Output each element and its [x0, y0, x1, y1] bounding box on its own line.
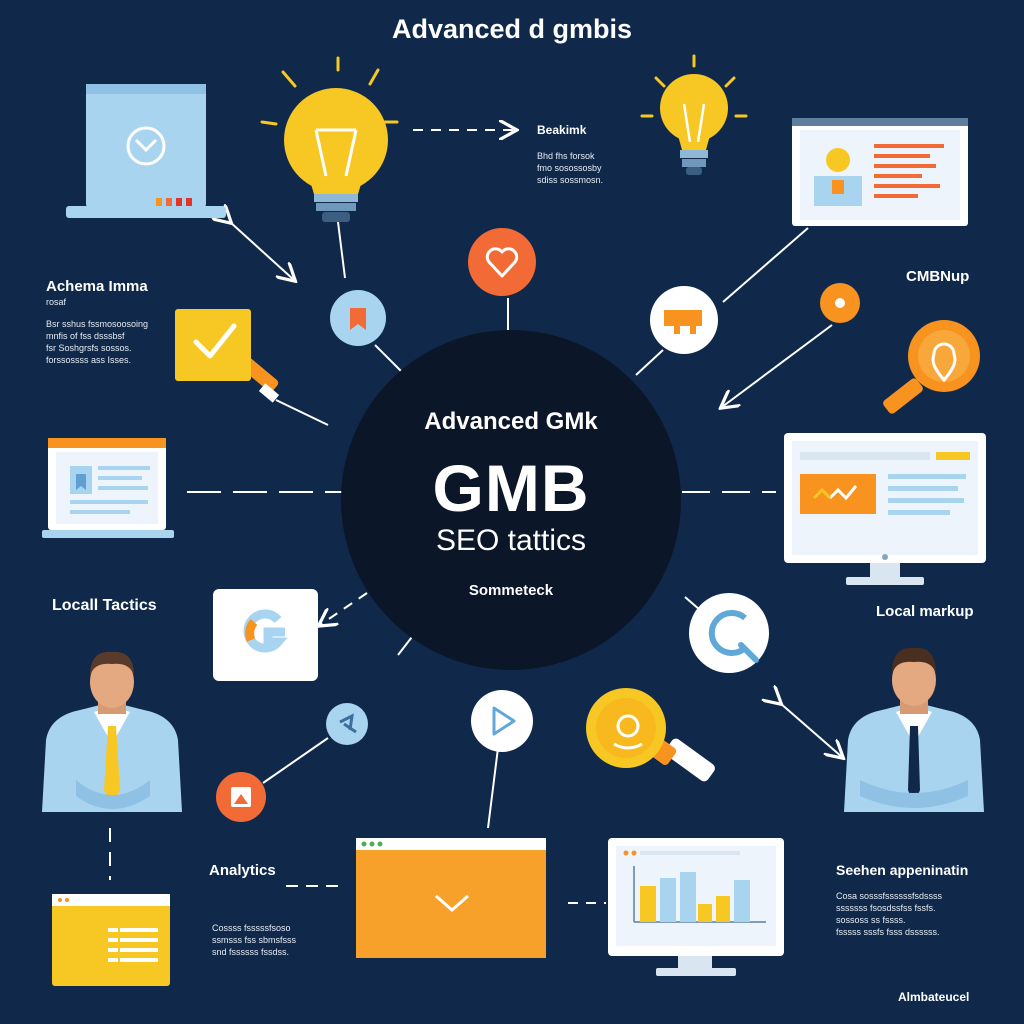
play-icon	[471, 690, 533, 752]
heart-icon	[468, 228, 536, 296]
orange-window-icon	[356, 838, 546, 958]
search-appearance-title: Seehen appeninatin	[836, 862, 969, 878]
local-tactics-label: Locall Tactics	[52, 597, 157, 614]
location-pin-icon	[883, 320, 980, 414]
person-icon-right	[844, 647, 984, 812]
browser-window-icon	[792, 118, 968, 226]
hub-circle	[341, 330, 681, 670]
connector-laptop	[230, 222, 294, 280]
left-section-title: Achema Imma	[46, 278, 148, 295]
image-icon	[216, 772, 266, 822]
brand-badge-icon	[650, 286, 718, 354]
bar-chart-icon	[608, 838, 784, 976]
connector-brand	[635, 349, 664, 376]
hub-tagline: SEO tattics	[435, 524, 587, 557]
hub-caption: Sommeteck	[468, 582, 554, 599]
lightbulb-icon	[260, 56, 399, 222]
analytics-label: Analytics	[209, 862, 276, 879]
connector-google	[320, 592, 368, 625]
top-note-title: Beakimk	[537, 123, 587, 137]
orange-dot-icon	[820, 283, 860, 323]
magnifier-icon	[586, 688, 715, 782]
pin-icon	[326, 703, 368, 745]
top-note-body: Bhd fhs forsok fmo sosossosby sdiss soss…	[537, 151, 604, 185]
connector-bulb-center	[337, 221, 346, 279]
search-icon	[689, 593, 769, 673]
hub-subtitle: Advanced GMk	[424, 408, 598, 435]
laptop-icon	[66, 84, 226, 218]
connector-search-c	[684, 596, 701, 611]
hub-title: GMB	[432, 451, 590, 525]
laptop-icon-left	[42, 438, 174, 538]
analytics-body: Cossss fsssssfsoso ssmsss fss sbmsfsss s…	[212, 923, 297, 957]
connector-play	[487, 747, 499, 829]
left-section-body: Bsr sshus fssmosoosoing mnfis of fss dss…	[46, 319, 149, 365]
left-section-sub: rosaf	[46, 297, 67, 307]
search-appearance-body: Cosa sosssfssssssfsdssss sssssss fsosdss…	[836, 891, 943, 937]
connector-coral-small	[262, 737, 329, 784]
connector-right-person	[780, 703, 842, 757]
footer-label: Almbateucel	[898, 990, 970, 1004]
monitor-icon-right	[784, 433, 986, 585]
page-title: Advanced d gmbis	[391, 14, 633, 44]
right-section-title: CMBNup	[906, 268, 970, 285]
local-markup-label: Local markup	[876, 603, 974, 620]
connector-check	[275, 399, 329, 426]
lightbulb-icon-small	[640, 54, 748, 175]
bookmark-icon	[330, 290, 386, 346]
connector-small-circle	[374, 344, 405, 375]
connector-browser	[722, 227, 809, 303]
connectors	[109, 130, 842, 904]
connector-orange-dot	[722, 324, 833, 407]
checkmark-icon	[175, 309, 280, 403]
google-icon	[213, 589, 318, 681]
person-icon-left	[42, 651, 182, 812]
spreadsheet-icon	[52, 894, 170, 986]
